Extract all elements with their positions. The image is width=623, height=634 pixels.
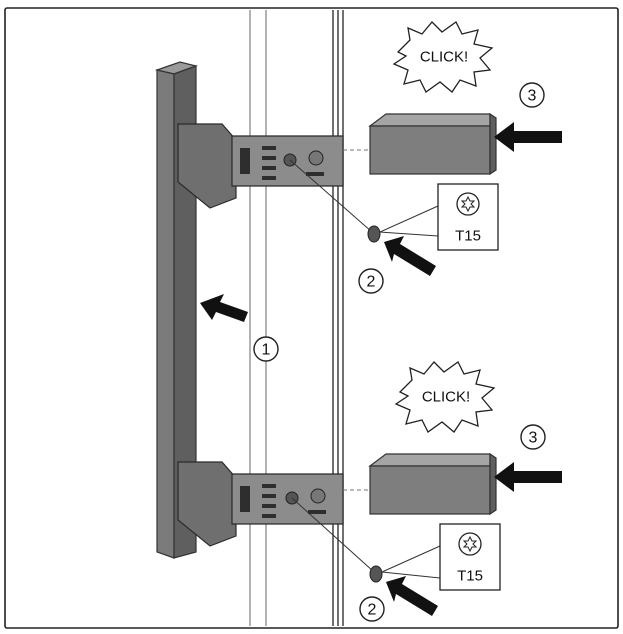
screw-top (289, 159, 381, 243)
push-arrow-icon (384, 236, 436, 276)
cover-cap-top (368, 112, 497, 176)
cover-cap-bottom (368, 452, 497, 516)
top-mount-bracket (177, 123, 344, 209)
svg-text:3: 3 (529, 430, 538, 447)
push-arrow-icon (494, 462, 562, 492)
push-arrow-icon (386, 576, 438, 616)
callout-2-top: 2 (358, 268, 384, 294)
click-burst-top: CLICK! (392, 21, 494, 93)
svg-text:2: 2 (368, 602, 377, 619)
svg-text:2: 2 (367, 274, 376, 291)
push-arrow-icon (494, 122, 562, 152)
callout-1: 1 (253, 336, 279, 362)
tool-label-top: T15 (455, 228, 481, 245)
screw-bottom (291, 497, 383, 583)
callout-2-bottom: 2 (359, 596, 385, 622)
door-edge (249, 10, 344, 626)
bottom-mount-bracket (177, 461, 344, 547)
tool-box-bottom: T15 (381, 523, 501, 591)
callout-3-bottom: 3 (520, 424, 546, 450)
tool-label-bottom: T15 (457, 568, 483, 585)
click-label-top: CLICK! (420, 49, 468, 66)
torx-icon (456, 192, 480, 216)
push-arrow-icon (200, 294, 248, 322)
tool-box-top: T15 (379, 183, 499, 251)
svg-text:1: 1 (262, 342, 271, 359)
callout-3-top: 3 (519, 82, 545, 108)
torx-icon (458, 532, 482, 556)
click-burst-bottom: CLICK! (394, 361, 496, 433)
diagram-frame (4, 7, 619, 629)
svg-text:3: 3 (528, 88, 537, 105)
click-label-bottom: CLICK! (422, 389, 470, 406)
